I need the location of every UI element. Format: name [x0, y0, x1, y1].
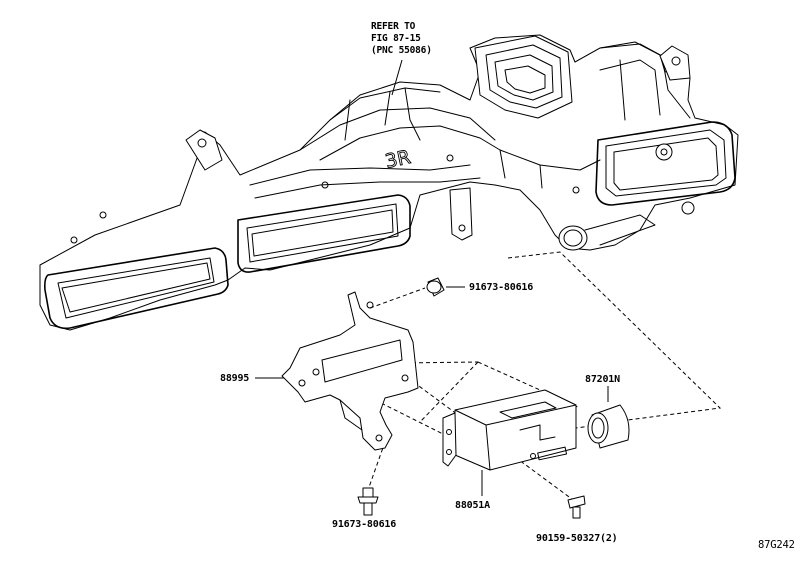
callout-bracket: 88995 [220, 373, 250, 384]
screw [567, 495, 586, 519]
refer-note-line-1: REFER TO [371, 21, 416, 32]
callout-bolt-top: 91673-80616 [469, 282, 534, 293]
bolt-top [426, 277, 445, 297]
air-duct-assembly [39, 34, 739, 331]
callout-module: 88051A [455, 500, 490, 511]
bolt-bottom [357, 487, 379, 516]
module-88051a [442, 389, 577, 471]
refer-note-line-2: FIG 87-15 [371, 33, 421, 44]
figure-id: 87G242 [758, 539, 795, 551]
callout-screw: 90159-50327(2) [536, 533, 618, 544]
socket-87201n [587, 404, 630, 449]
callout-socket: 87201N [585, 374, 620, 385]
callout-bolt-bottom: 91673-80616 [332, 519, 397, 530]
refer-note-line-3: (PNC 55086) [371, 45, 432, 56]
bracket-88995 [281, 291, 419, 451]
